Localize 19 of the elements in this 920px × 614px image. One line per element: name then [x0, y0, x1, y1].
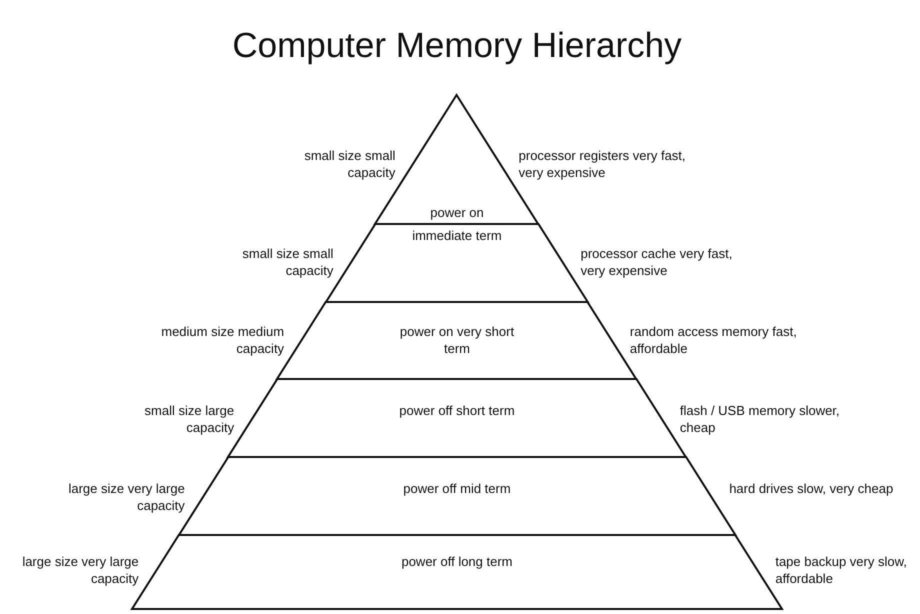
- level-note: medium size medium capacity: [160, 323, 284, 357]
- title: Computer Memory Hierarchy: [231, 26, 683, 66]
- level-label: power off long term: [400, 553, 514, 570]
- level-note: large size very large capacity: [21, 553, 139, 587]
- level-label: power on: [429, 204, 485, 221]
- level-note: processor registers very fast, very expensive: [518, 147, 687, 181]
- level-note: small size large capacity: [144, 402, 234, 436]
- level-label: power off short term: [398, 402, 516, 419]
- level-note: processor cache very fast, very expensive: [580, 245, 734, 279]
- level-note: small size small capacity: [303, 147, 396, 181]
- level-label: power on very short term: [398, 323, 516, 357]
- level-note: tape backup very slow, affordable: [775, 553, 908, 587]
- level-label: power off mid term: [402, 480, 512, 497]
- level-note: random access memory fast, affordable: [630, 323, 798, 357]
- level-note: large size very large capacity: [67, 480, 185, 514]
- level-note: flash / USB memory slower, cheap: [680, 402, 841, 436]
- level-note: small size small capacity: [241, 245, 334, 279]
- level-note: hard drives slow, very cheap: [729, 480, 894, 497]
- level-label: immediate term: [411, 227, 503, 244]
